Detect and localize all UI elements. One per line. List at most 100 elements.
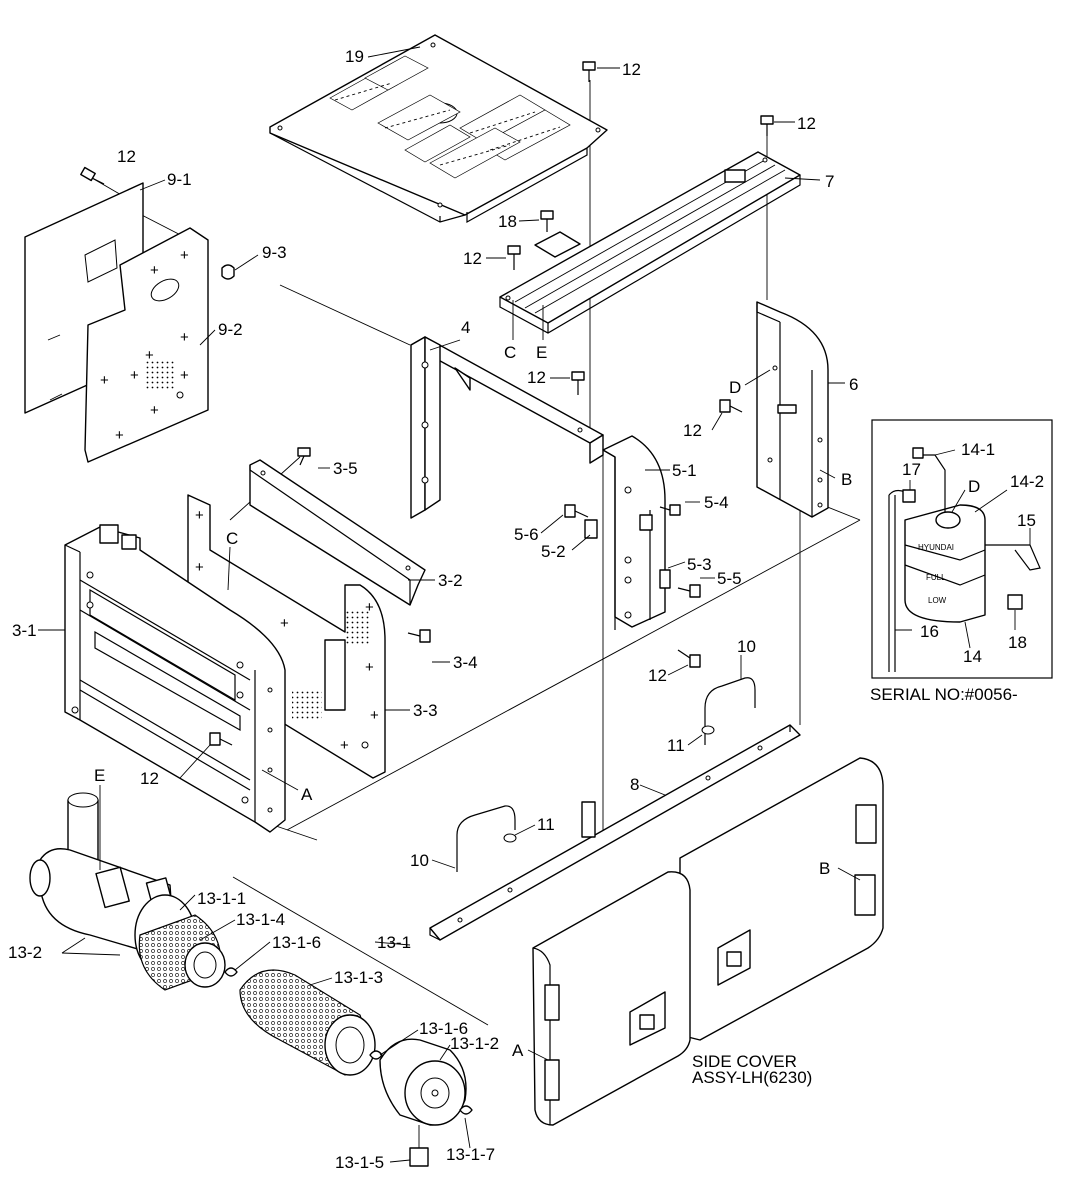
label-5-3: 5-3 <box>687 555 712 574</box>
label-9-3: 9-3 <box>262 243 287 262</box>
label-E: E <box>94 766 105 785</box>
bolt-icon <box>507 245 521 270</box>
top-rail-7 <box>499 151 801 334</box>
label-12: 12 <box>527 368 546 387</box>
label-13-1-4: 13-1-4 <box>236 910 285 929</box>
label-4: 4 <box>461 318 470 337</box>
label-10: 10 <box>737 637 756 656</box>
top-panel-19 <box>269 34 608 224</box>
tank-low-mark: LOW <box>928 596 947 605</box>
inset-label-14: 14 <box>963 647 982 666</box>
label-12: 12 <box>648 666 667 685</box>
inset-labels: 14-1 17 D 14-2 15 16 14 18 SERIAL NO:#00… <box>870 440 1044 704</box>
serial-inset: HYUNDAI FULL LOW <box>871 419 1053 679</box>
tank-brand: HYUNDAI <box>918 543 954 552</box>
bolt-icon <box>564 504 589 518</box>
label-9-1: 9-1 <box>167 170 192 189</box>
svg-text:+: + <box>180 329 189 346</box>
svg-text:+: + <box>365 599 374 616</box>
base-rail-8 <box>429 677 801 941</box>
svg-text:+: + <box>100 372 109 389</box>
label-12: 12 <box>622 60 641 79</box>
svg-text:+: + <box>115 427 124 444</box>
label-9-2: 9-2 <box>218 320 243 339</box>
label-13-1-5: 13-1-5 <box>335 1153 384 1172</box>
label-B: B <box>841 470 852 489</box>
label-13-1: 13-1 <box>377 933 411 952</box>
label-5-5: 5-5 <box>717 569 742 588</box>
label-C: C <box>226 529 238 548</box>
label-12: 12 <box>140 769 159 788</box>
tank-full-mark: FULL <box>926 573 946 582</box>
inset-label-16: 16 <box>920 622 939 641</box>
part-labels: 19 12 12 7 18 12 C E 12 9-1 9-3 9-2 4 12… <box>8 47 858 1172</box>
label-13-2: 13-2 <box>8 943 42 962</box>
inset-label-17: 17 <box>902 460 921 479</box>
label-5-4: 5-4 <box>704 493 729 512</box>
side-cover-assy <box>532 757 884 1126</box>
label-12: 12 <box>683 421 702 440</box>
svg-text:+: + <box>370 707 379 724</box>
bolt-icon <box>297 447 311 466</box>
svg-text:+: + <box>340 737 349 754</box>
side-cover-part-number: ASSY-LH(6230) <box>692 1068 812 1087</box>
label-13-1-7: 13-1-7 <box>446 1145 495 1164</box>
label-12: 12 <box>797 114 816 133</box>
bolt-icon <box>719 399 743 413</box>
bolts <box>80 61 774 746</box>
label-A: A <box>301 785 313 804</box>
label-3-2: 3-2 <box>438 571 463 590</box>
label-11: 11 <box>537 815 555 834</box>
svg-text:+: + <box>150 402 159 419</box>
label-13-1-1: 13-1-1 <box>197 889 246 908</box>
label-8: 8 <box>630 775 639 794</box>
left-panels-9: + + + + + + + + + <box>24 182 235 463</box>
label-3-5: 3-5 <box>333 459 358 478</box>
side-cover-label: SIDE COVER <box>692 1052 797 1071</box>
bolt-icon <box>209 732 233 746</box>
vent-grid <box>329 55 571 179</box>
label-6: 6 <box>849 375 858 394</box>
bolt-icon <box>571 371 585 395</box>
bolt-icon <box>677 649 701 668</box>
label-3-3: 3-3 <box>413 701 438 720</box>
label-3-1: 3-1 <box>12 621 37 640</box>
label-C: C <box>504 343 516 362</box>
label-13-1-2: 13-1-2 <box>450 1034 499 1053</box>
label-13-1-6: 13-1-6 <box>272 933 321 952</box>
label-10: 10 <box>410 851 429 870</box>
bolt-icon <box>582 61 596 82</box>
svg-text:+: + <box>195 507 204 524</box>
bolt-icon <box>659 504 681 516</box>
label-3-4: 3-4 <box>453 653 478 672</box>
serial-number: SERIAL NO:#0056- <box>870 685 1018 704</box>
label-5-1: 5-1 <box>672 461 697 480</box>
label-13-1-3: 13-1-3 <box>334 968 383 987</box>
inset-label-14-1: 14-1 <box>961 440 995 459</box>
label-E: E <box>536 343 547 362</box>
frame-assy-3: + + + + + + + <box>64 459 426 833</box>
label-12: 12 <box>117 147 136 166</box>
label-7: 7 <box>825 172 834 191</box>
svg-text:+: + <box>280 615 289 632</box>
label-19: 19 <box>345 47 364 66</box>
svg-text:+: + <box>180 367 189 384</box>
label-12: 12 <box>463 249 482 268</box>
leader-lines <box>38 46 861 1163</box>
upright-6 <box>756 301 829 518</box>
inset-label-D: D <box>968 477 980 496</box>
bolt-icon <box>760 115 774 136</box>
svg-text:+: + <box>150 262 159 279</box>
frame-4 <box>410 336 604 519</box>
label-13-1-6: 13-1-6 <box>419 1019 468 1038</box>
label-18: 18 <box>498 212 517 231</box>
label-5-2: 5-2 <box>541 542 566 561</box>
svg-text:+: + <box>145 347 154 364</box>
bolt-icon <box>407 629 431 643</box>
bolt-icon <box>80 166 105 185</box>
upright-5 <box>584 435 671 630</box>
label-D: D <box>729 378 741 397</box>
label-5-6: 5-6 <box>514 525 539 544</box>
label-B: B <box>819 859 830 878</box>
